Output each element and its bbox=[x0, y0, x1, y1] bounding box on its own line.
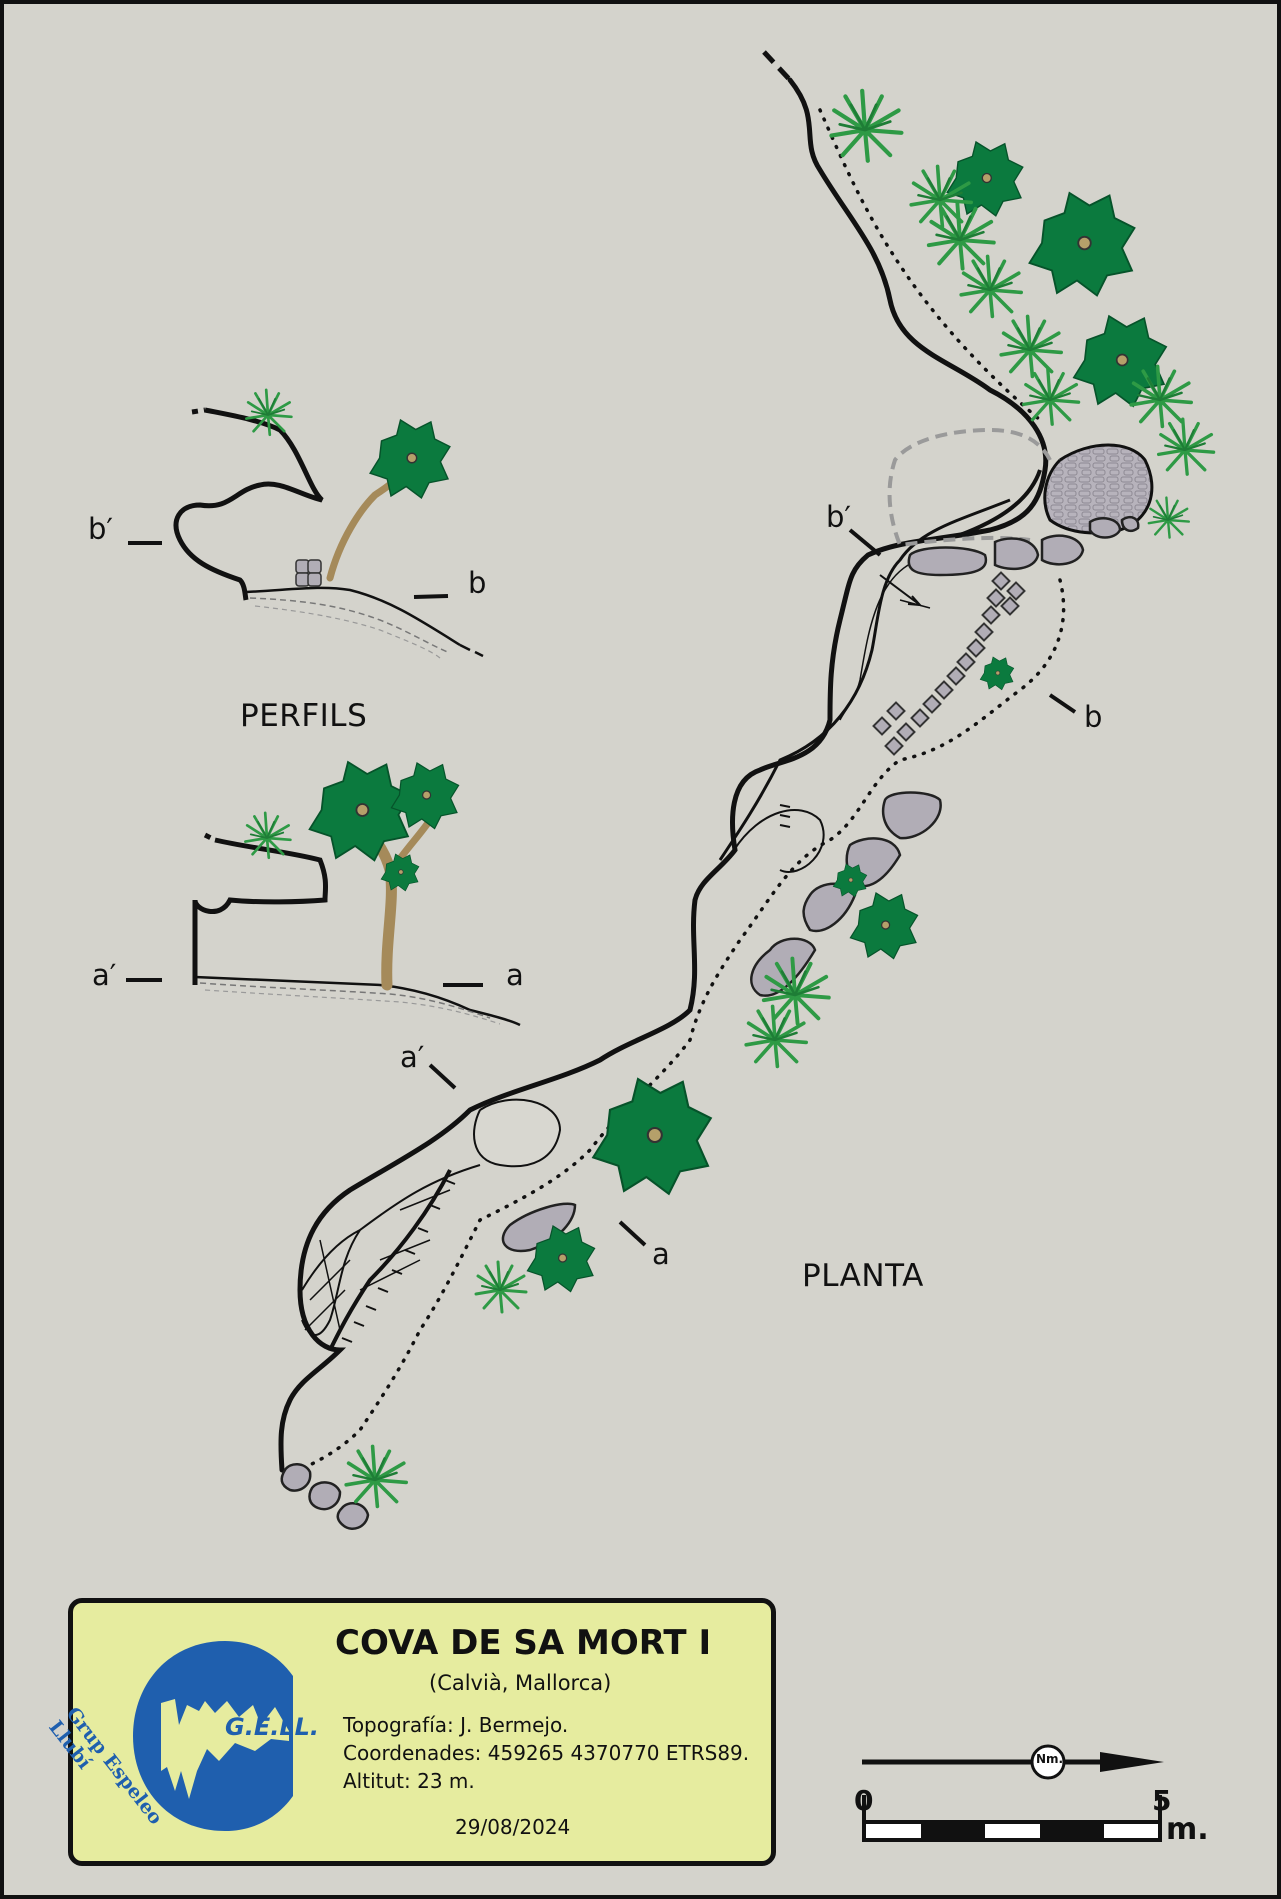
scale-end: 5 bbox=[1152, 1784, 1172, 1817]
label-plan-a-prime: a′ bbox=[400, 1040, 425, 1074]
label-plan-a: a bbox=[652, 1237, 670, 1271]
north-arrow bbox=[862, 1744, 1164, 1780]
legend-box: G.E.LL. Grup Espeleo Llubí COVA DE SA MO… bbox=[44, 1598, 776, 1866]
legend-topography: Topografía: J. Bermejo. bbox=[343, 1713, 569, 1737]
legend-location: (Calvià, Mallorca) bbox=[429, 1671, 612, 1695]
profile-a bbox=[126, 761, 521, 1027]
legend-title: COVA DE SA MORT I bbox=[335, 1623, 712, 1663]
label-profile-b-prime: b′ bbox=[88, 512, 113, 546]
label-plan-b: b bbox=[1084, 700, 1103, 734]
label-profile-a-prime: a′ bbox=[92, 958, 117, 992]
label-perfils: PERFILS bbox=[240, 698, 368, 734]
legend-altitude: Altitut: 23 m. bbox=[343, 1769, 475, 1793]
scale-unit: m. bbox=[1166, 1812, 1209, 1847]
logo-acronym: G.E.LL. bbox=[225, 1713, 320, 1741]
vegetation bbox=[344, 91, 1216, 1509]
cave-plan bbox=[278, 50, 1216, 1530]
label-plan-b-prime: b′ bbox=[826, 500, 851, 534]
label-profile-b: b bbox=[468, 566, 487, 600]
label-planta: PLANTA bbox=[802, 1258, 924, 1294]
scale-bar bbox=[862, 1795, 1162, 1842]
cave-wall-right bbox=[718, 498, 1011, 861]
gell-logo bbox=[133, 1641, 293, 1831]
scale-start: 0 bbox=[854, 1784, 874, 1817]
profile-b bbox=[128, 388, 484, 659]
cave-wall-left bbox=[278, 77, 1049, 1473]
legend-coordinates: Coordenades: 459265 4370770 ETRS89. bbox=[343, 1741, 750, 1765]
label-profile-a: a bbox=[506, 958, 524, 992]
north-label: Nm. bbox=[1036, 1752, 1064, 1766]
legend-date: 29/08/2024 bbox=[455, 1815, 571, 1839]
